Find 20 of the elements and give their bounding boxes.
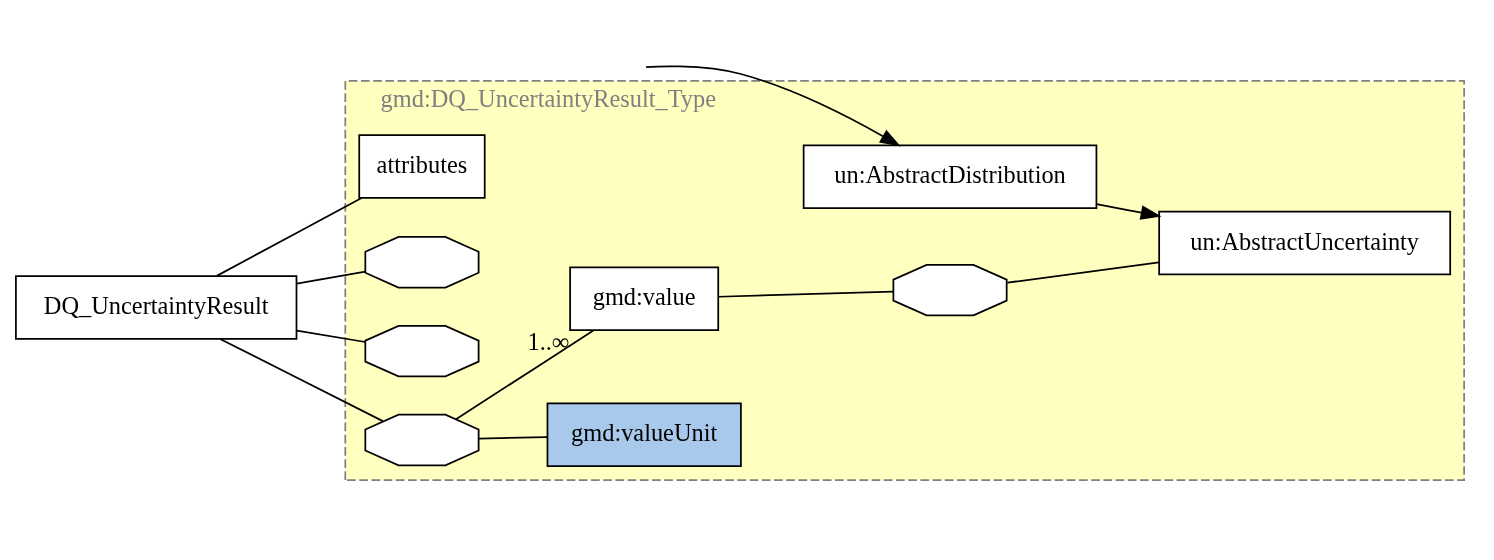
node-label: 1..∞ (527, 327, 570, 355)
node-box: DQ_UncertaintyResult (15, 275, 298, 340)
connector (717, 290, 894, 298)
connector (295, 329, 367, 343)
node-octagon (892, 264, 1008, 317)
arrow (1095, 203, 1162, 220)
node-octagon (364, 413, 480, 467)
node-box: gmd:value (569, 266, 720, 332)
connector (295, 270, 367, 285)
node-box: un:AbstractUncertainty (1158, 210, 1452, 276)
connector (455, 329, 594, 421)
node-octagon (364, 236, 480, 289)
connector (219, 338, 384, 422)
node-octagon (364, 325, 480, 378)
connector (1006, 261, 1160, 284)
node-box: gmd:valueUnit (546, 402, 742, 467)
node-box: un:AbstractDistribution (802, 144, 1098, 210)
connector (478, 436, 549, 440)
arrow (645, 65, 901, 147)
node-box: attributes (358, 134, 486, 199)
